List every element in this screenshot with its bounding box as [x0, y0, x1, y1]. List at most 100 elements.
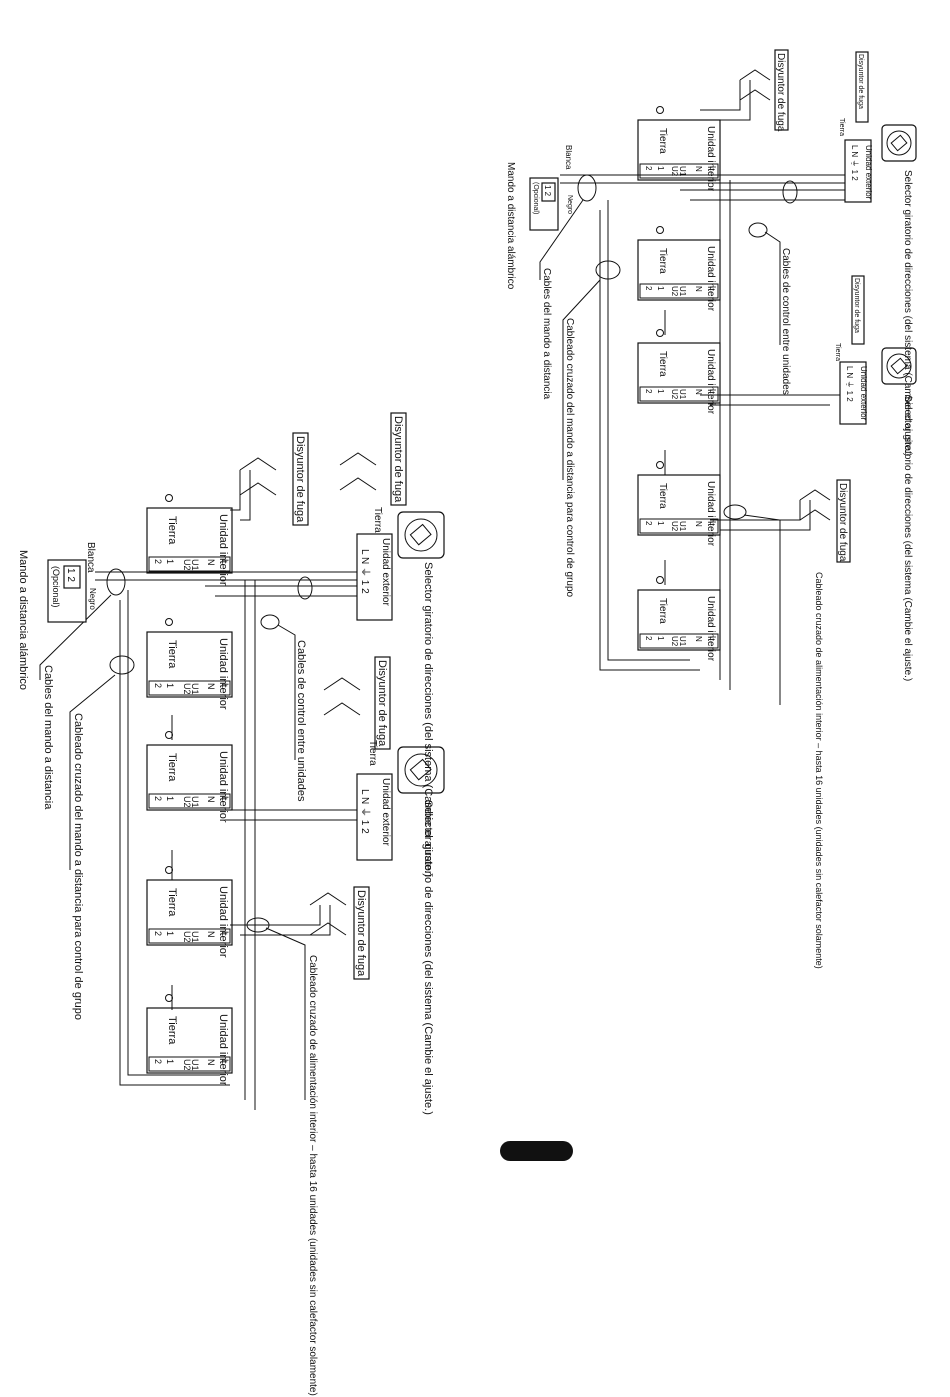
indoor-unit-label: Unidad interior [705, 481, 716, 547]
terminal-label: N [206, 559, 216, 566]
rotary-selector-icon [397, 511, 445, 559]
small-breaker: Disyuntor de fuga Tierra [838, 51, 869, 136]
terminal-label: 1 [165, 796, 175, 801]
indoor-unit-label: Unidad interior [705, 126, 716, 192]
terminal-label: U2 [182, 931, 192, 943]
terminal-label: 1 [656, 521, 665, 526]
terminal-label: N [694, 521, 703, 527]
terminal-label: 1 [656, 636, 665, 641]
terminal-label: L [220, 683, 230, 688]
indoor-unit-label: Unidad interior [705, 246, 716, 312]
remote-cables-label: Cables del mando a distancia [42, 665, 54, 810]
terminal-label: 2 [644, 521, 653, 526]
earth-icon [165, 994, 173, 1002]
terminal-label: U1 [190, 1059, 200, 1071]
indoor-unit-label: Unidad interior [705, 349, 716, 415]
earth-icon [165, 618, 173, 626]
power-cross-wiring-label: Cableado cruzado de alimentación interio… [307, 955, 318, 1396]
indoor-unit-label: Unidad interior [217, 1014, 229, 1086]
terminal-label: 1 [165, 1059, 175, 1064]
indoor-unit-label: Unidad interior [217, 514, 229, 586]
earth-icon [656, 106, 664, 114]
terminal-label: N [206, 931, 216, 938]
indoor-unit-label: Unidad interior [217, 886, 229, 958]
indoor-unit-label: Unidad interior [217, 638, 229, 710]
terminal-label: U1 [678, 286, 687, 297]
terminal-label: 1 [165, 683, 175, 688]
terminal-label: 1 [656, 389, 665, 394]
optional-label: (Opcional) [532, 182, 539, 214]
terminal-label: L [220, 1059, 230, 1064]
power-cross-wiring-label: Cableado cruzado de alimentación interio… [814, 572, 824, 969]
earth-label: Tierra [372, 507, 383, 533]
leak-breaker: Disyuntor de fuga [309, 886, 370, 980]
white-label: Blanca [564, 145, 573, 170]
terminal-label: L [708, 389, 717, 394]
terminal-label: N [694, 286, 703, 292]
black-label: Negro [566, 195, 573, 214]
earth-icon [656, 329, 664, 337]
remote-terminals: 1 2 [543, 185, 552, 197]
terminal-label: L [220, 796, 230, 801]
terminal-label: 2 [153, 1059, 163, 1064]
terminal-label: L [220, 559, 230, 564]
terminal-label: U2 [182, 1059, 192, 1071]
earth-label: Tierra [166, 640, 178, 669]
remote-terminals: 1 2 [65, 568, 76, 582]
leak-breaker: Disyuntor de fuga [799, 479, 851, 563]
earth-icon [656, 226, 664, 234]
earth-label: Tierra [657, 483, 668, 509]
outdoor-terminals: L N ⏚ 1 2 [359, 789, 371, 834]
terminal-label: U1 [678, 389, 687, 400]
outdoor-unit-2: Unidad exterior L N ⏚ 1 2 [356, 773, 393, 861]
leak-breaker: Disyuntor de fuga [239, 432, 309, 526]
section-pill-label [500, 1141, 573, 1161]
leak-breaker: Disyuntor de fuga Tierra [339, 412, 407, 533]
terminal-label: U1 [190, 559, 200, 571]
control-cables-label: Cables de control entre unidades [780, 248, 791, 395]
rotary-selector-icon [397, 746, 445, 794]
earth-icon [165, 731, 173, 739]
wired-remote: 1 2 (Opcional) Blanca Negro [47, 542, 97, 623]
small-breaker-label: Disyuntor de fuga [853, 278, 860, 333]
rotary-selector-label: Selector giratorio de direcciones (del s… [422, 800, 434, 1115]
outdoor-unit-label: Unidad exterior [859, 366, 868, 421]
terminal-label: L [708, 286, 717, 291]
black-label: Negro [88, 588, 97, 610]
terminal-label: 1 [656, 286, 665, 291]
earth-label: Tierra [166, 516, 178, 545]
terminal-label: 1 [656, 166, 665, 171]
leak-breaker-label: Disyuntor de fuga [392, 416, 404, 503]
outdoor-unit-label: Unidad exterior [380, 778, 391, 846]
terminal-label: U2 [670, 389, 679, 400]
terminal-label: 1 [165, 559, 175, 564]
outdoor-terminals: L N ⏚ 1 2 [850, 145, 859, 181]
leak-breaker: Disyuntor de fuga [739, 49, 789, 132]
terminal-label: N [206, 796, 216, 803]
earth-icon [656, 576, 664, 584]
earth-icon [656, 461, 664, 469]
outdoor-unit-label: Unidad exterior [380, 538, 391, 606]
leak-breaker: Disyuntor de fuga Tierra [323, 656, 391, 766]
small-breaker-label: Disyuntor de fuga [857, 54, 864, 109]
outdoor-unit-label: Unidad exterior [864, 145, 873, 200]
outdoor-unit-1: Unidad exterior L N ⏚ 1 2 [844, 139, 873, 203]
earth-label: Tierra [657, 598, 668, 624]
remote-cables-label: Cables del mando a distancia [541, 268, 552, 400]
terminal-label: U1 [190, 796, 200, 808]
terminal-label: 1 [165, 931, 175, 936]
earth-label: Tierra [657, 128, 668, 154]
earth-label: Tierra [166, 888, 178, 917]
terminal-label: U2 [182, 559, 192, 571]
outdoor-terminals: L N ⏚ 1 2 [359, 549, 371, 594]
